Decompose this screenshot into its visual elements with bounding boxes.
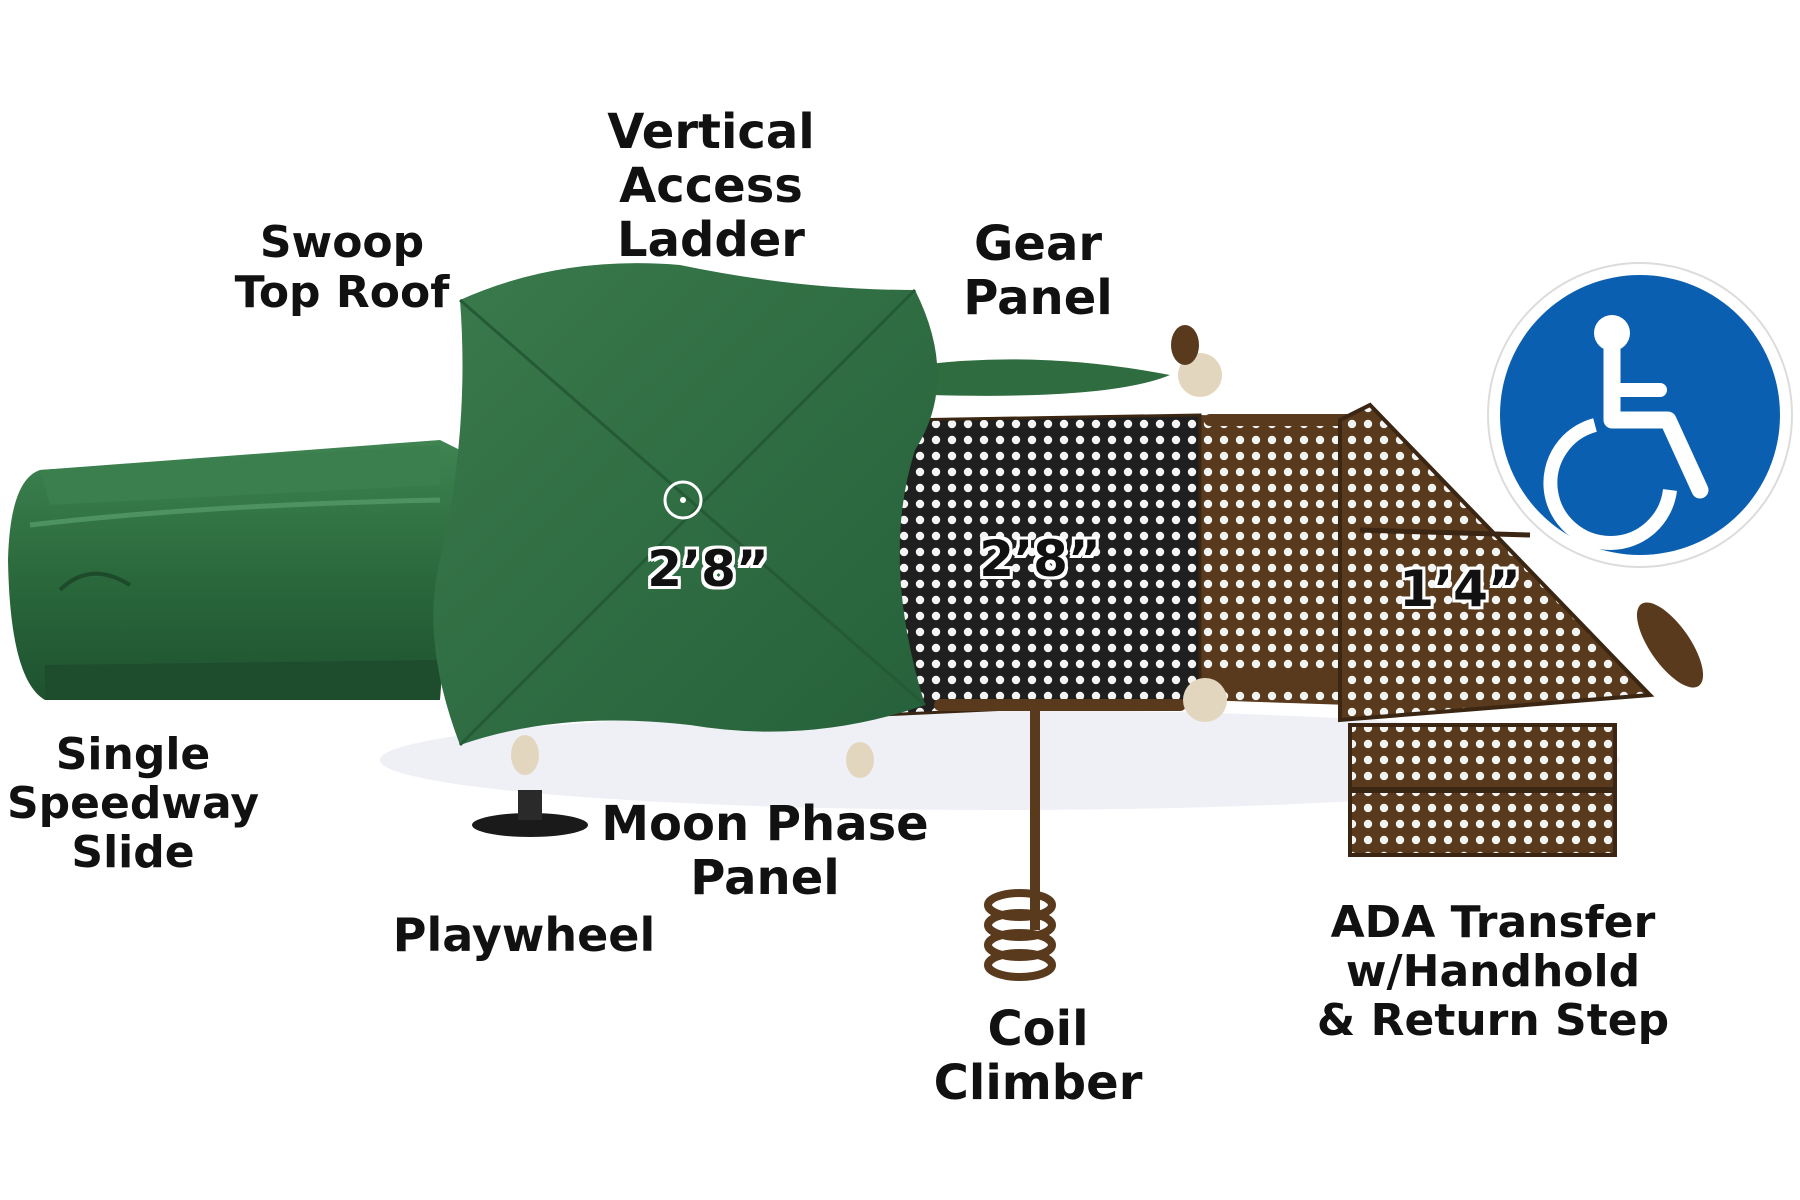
- dimension-main-deck: 2’8”: [979, 530, 1101, 588]
- label-line: Vertical: [607, 104, 815, 160]
- ground-shadow: [380, 710, 1620, 810]
- label-line: Coil: [987, 1001, 1089, 1057]
- label-line: Playwheel: [392, 908, 656, 962]
- label-line: ADA Transfer: [1330, 897, 1656, 948]
- single-speedway-slide: [8, 440, 460, 700]
- ada-handhold: [1636, 602, 1704, 688]
- label-ada-transfer: ADA Transfer w/Handhold & Return Step: [1317, 898, 1669, 1045]
- swoop-top-roof: [433, 263, 938, 747]
- label-playwheel: Playwheel: [393, 910, 656, 960]
- label-line: Speedway: [6, 778, 260, 829]
- label-line: Climber: [933, 1055, 1143, 1111]
- gear-panel: [920, 359, 1170, 396]
- label-vertical-access-ladder: Vertical Access Ladder: [607, 105, 814, 267]
- label-line: Ladder: [617, 212, 805, 268]
- label-line: Panel: [963, 270, 1113, 326]
- label-line: Access: [619, 158, 803, 214]
- label-line: w/Handhold: [1345, 946, 1641, 997]
- label-coil-climber: Coil Climber: [934, 1002, 1143, 1110]
- playwheel: [472, 790, 588, 837]
- label-line: Slide: [71, 827, 195, 878]
- label-moon-phase-panel: Moon Phase Panel: [601, 797, 928, 905]
- label-line: Panel: [690, 850, 840, 906]
- label-line: Moon Phase: [601, 796, 929, 852]
- roof-post-caps: [511, 735, 874, 778]
- label-single-speedway-slide: Single Speedway Slide: [7, 730, 259, 877]
- label-line: & Return Step: [1316, 995, 1670, 1046]
- coil-climber: [984, 700, 1056, 981]
- post-caps: [1171, 325, 1227, 722]
- dimension-roof-deck: 2’8”: [647, 540, 769, 598]
- wheelchair-icon: [1487, 262, 1793, 568]
- main-deck: [878, 413, 1350, 717]
- label-line: Gear: [973, 216, 1102, 272]
- label-line: Single: [55, 729, 211, 780]
- label-line: Top Roof: [234, 267, 450, 318]
- label-swoop-top-roof: Swoop Top Roof: [235, 218, 450, 318]
- label-line: Swoop: [259, 217, 425, 268]
- ada-transfer-platform: [1338, 402, 1655, 857]
- dimension-transfer-deck: 1’4”: [1399, 560, 1521, 618]
- label-gear-panel: Gear Panel: [963, 217, 1112, 325]
